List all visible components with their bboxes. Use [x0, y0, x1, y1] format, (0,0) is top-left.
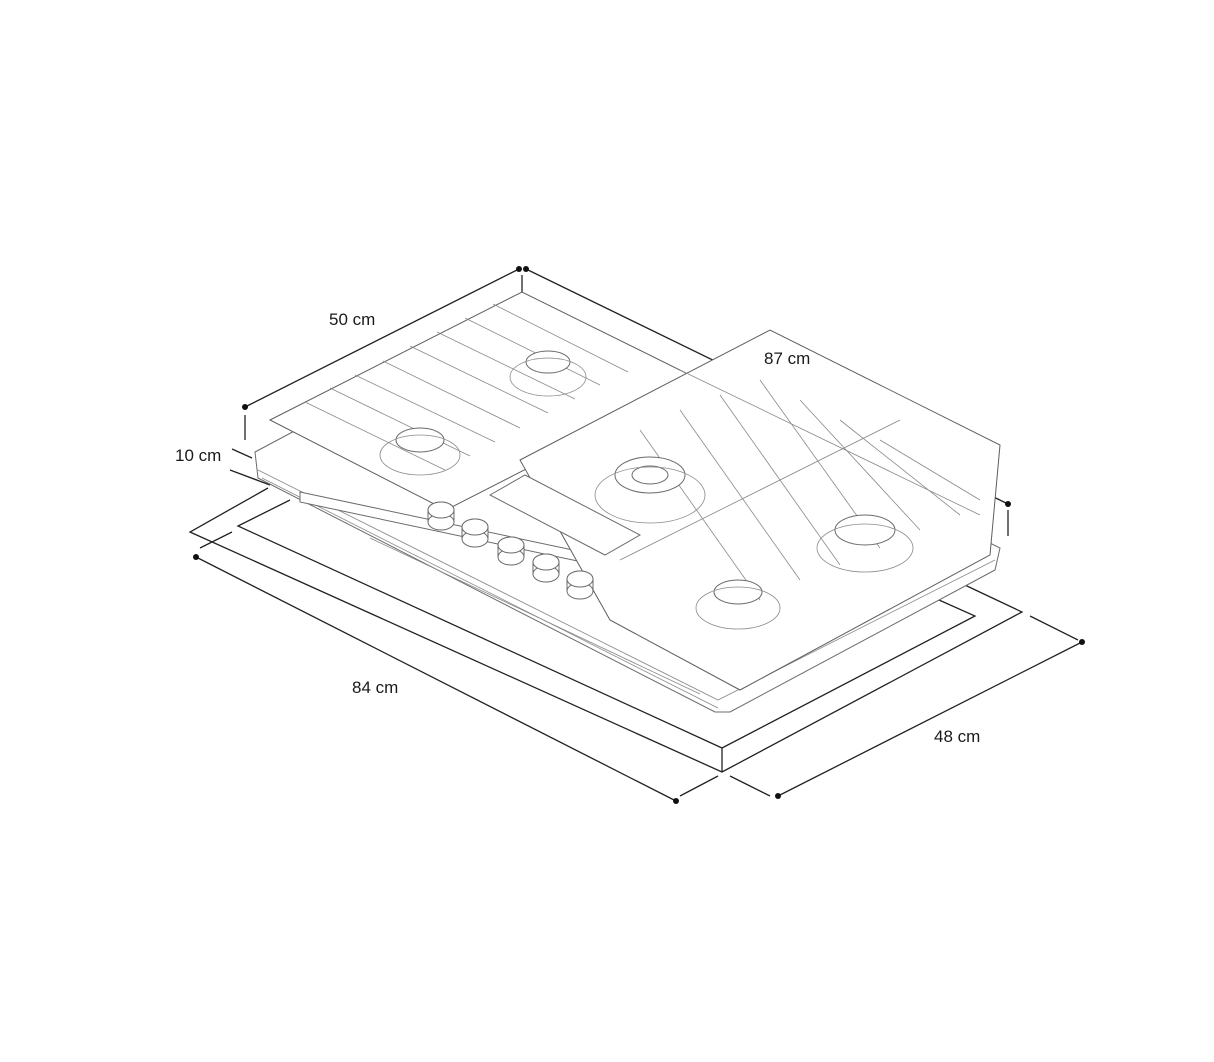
burners: [379, 350, 914, 630]
label-cutout-depth-48cm: 48 cm: [934, 727, 981, 746]
label-cutout-width-84cm: 84 cm: [352, 678, 399, 697]
knob-3: [497, 536, 525, 566]
dimension-84cm: [193, 531, 719, 804]
burner-wok-center: [594, 456, 706, 524]
knob-5: [566, 570, 594, 600]
knob-4: [532, 553, 560, 583]
label-height-10cm: 10 cm: [175, 446, 222, 465]
knob-1: [427, 501, 455, 531]
hob-body: [254, 291, 1001, 713]
dimension-10cm: [229, 448, 271, 486]
burner-front-center: [695, 579, 781, 630]
dimension-48cm: [729, 615, 1085, 799]
label-width-87cm: 87 cm: [764, 349, 811, 368]
knob-2: [461, 518, 489, 548]
burner-rear-left: [379, 427, 461, 476]
label-depth-50cm: 50 cm: [329, 310, 376, 329]
control-knobs: [427, 501, 594, 600]
burner-rear-center: [509, 350, 587, 397]
cutout-outline: [188, 487, 1024, 773]
burner-front-right: [816, 514, 914, 573]
dimension-50cm: [242, 266, 523, 440]
